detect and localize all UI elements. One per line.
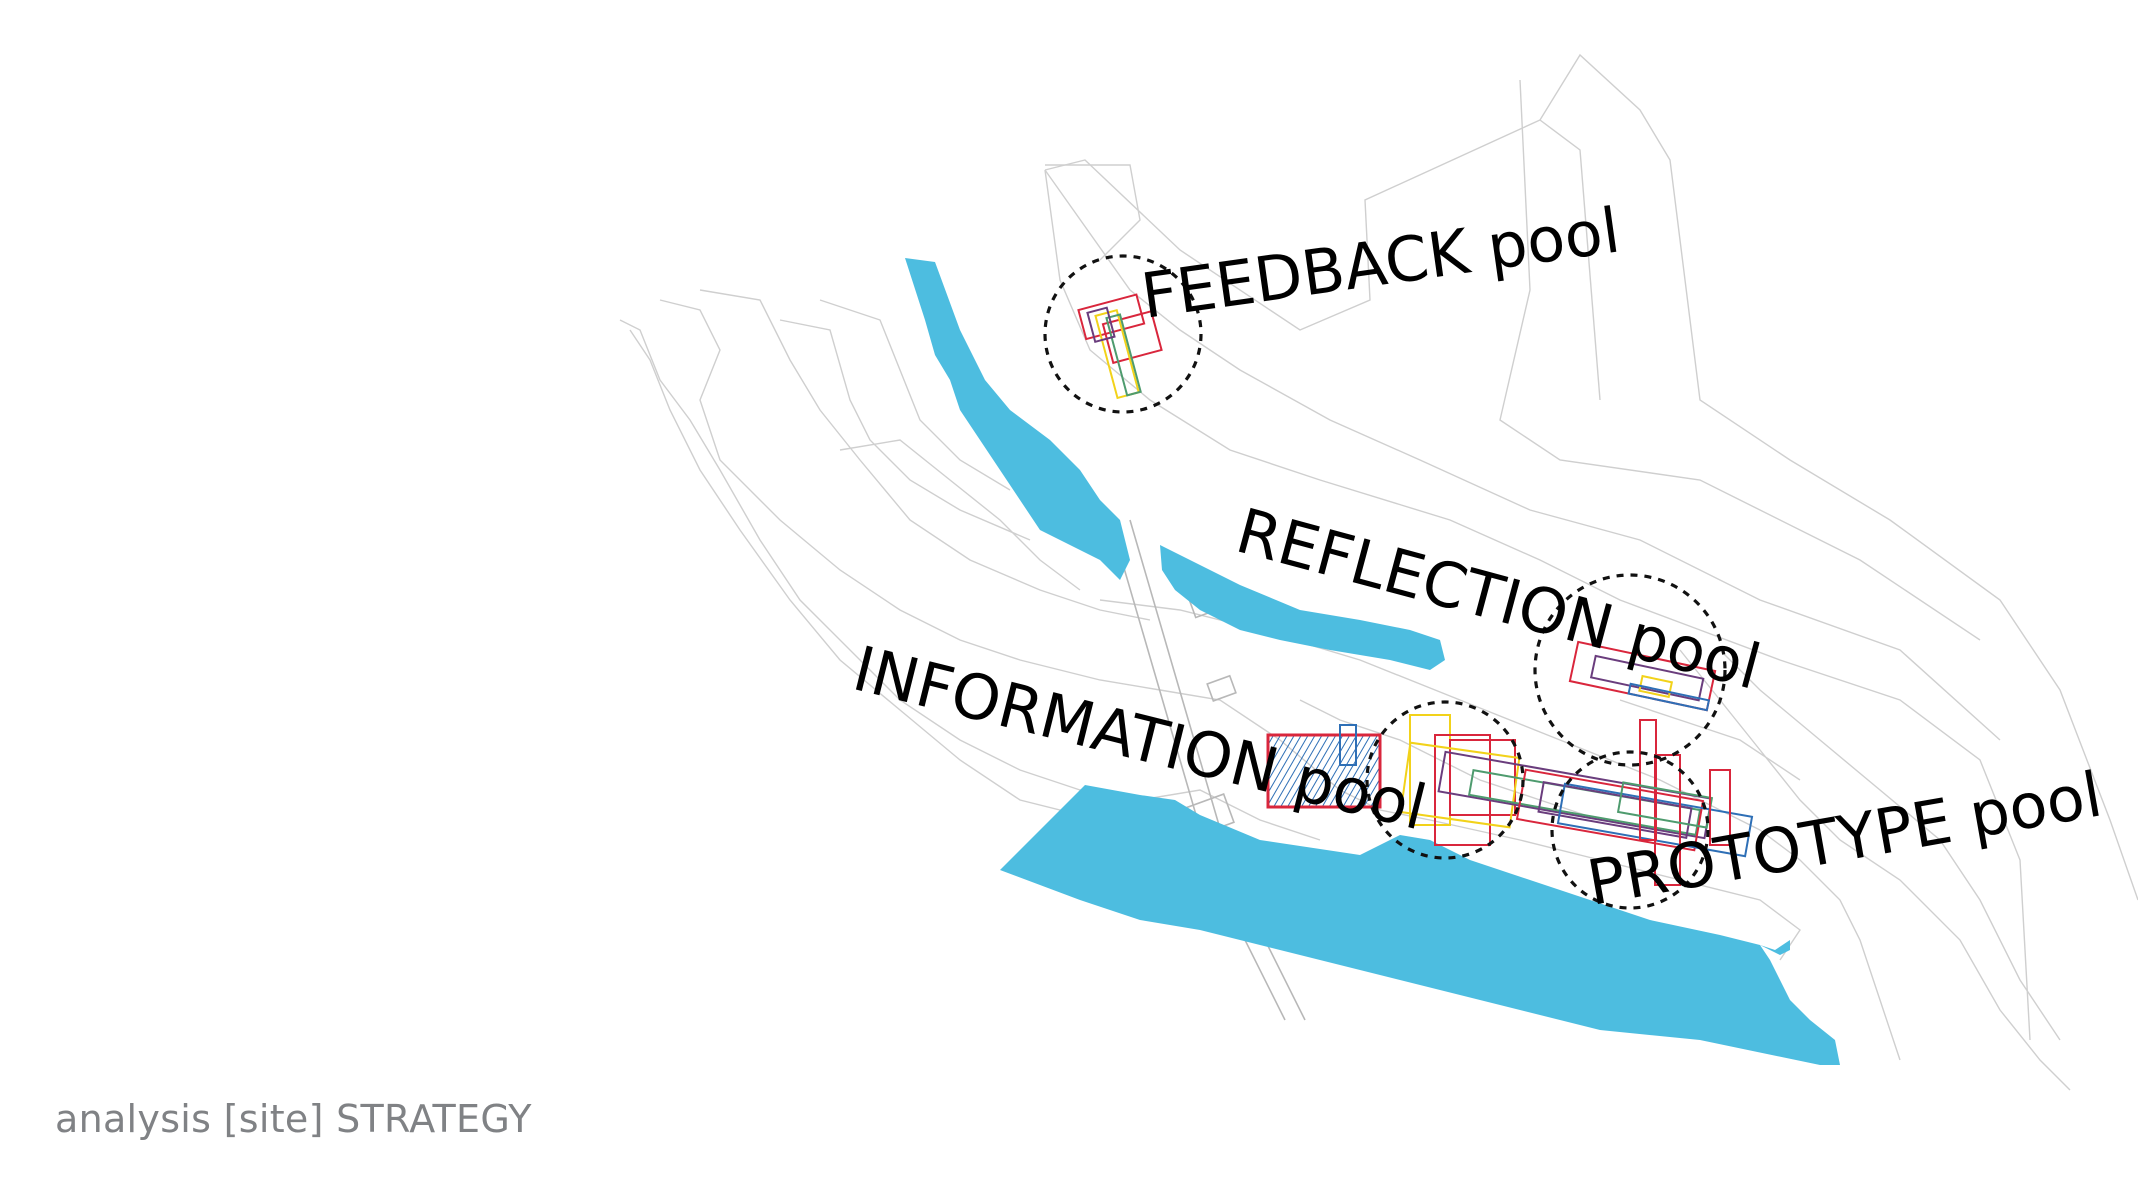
feedback-plan bbox=[1077, 293, 1163, 400]
upper-canal bbox=[905, 258, 1130, 580]
zone-labels: FEEDBACK pool REFLECTION pool INFORMATIO… bbox=[846, 194, 2107, 920]
plan-overlays bbox=[1077, 293, 1754, 886]
feedback-ring bbox=[1043, 254, 1203, 414]
reflection-plan bbox=[1568, 640, 1717, 712]
prototype-pool-label: PROTOTYPE pool bbox=[1582, 758, 2107, 920]
information-ring bbox=[1365, 700, 1525, 860]
information-block bbox=[1266, 724, 1382, 809]
prototype-ring bbox=[1550, 750, 1710, 910]
reflection-pool-label: REFLECTION pool bbox=[1229, 494, 1768, 704]
prototype-plan bbox=[1399, 714, 1754, 886]
slide-caption: analysis [site] STRATEGY bbox=[55, 1097, 532, 1141]
zone-rings bbox=[1043, 254, 1727, 910]
reflection-ring bbox=[1533, 573, 1727, 767]
feedback-pool-label: FEEDBACK pool bbox=[1137, 194, 1624, 333]
river bbox=[1000, 785, 1840, 1065]
water-bodies bbox=[905, 258, 1840, 1065]
harbor-basin bbox=[1160, 545, 1445, 670]
